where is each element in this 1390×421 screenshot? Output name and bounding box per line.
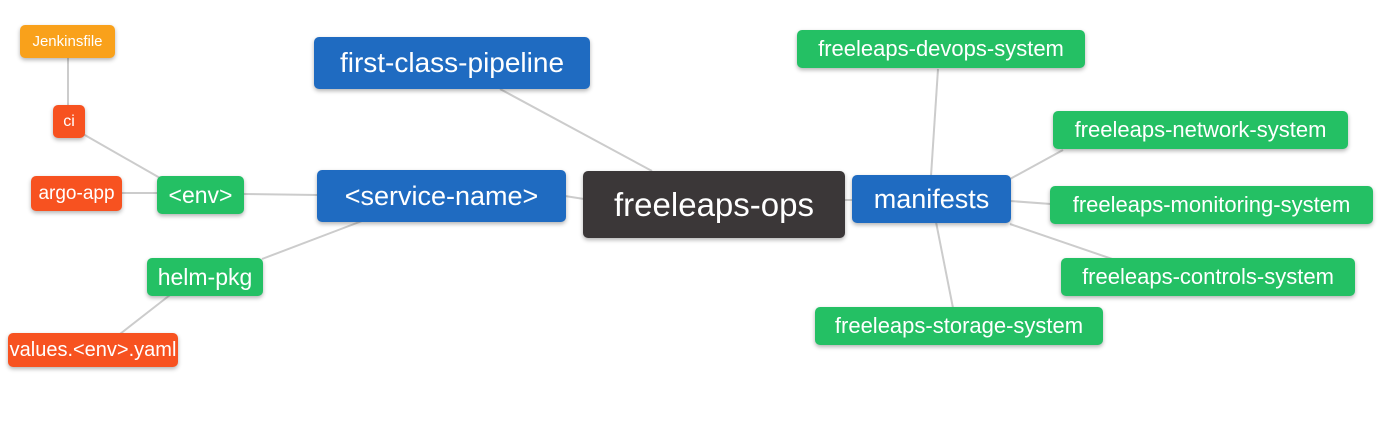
edge-manifests-to-freeleaps-monitoring-system bbox=[1009, 200, 1052, 205]
edge-helm-pkg-to-service-name bbox=[261, 220, 363, 260]
edge-first-class-pipeline-to-freeleaps-ops bbox=[499, 88, 653, 172]
node-service-name[interactable]: <service-name> bbox=[317, 170, 566, 222]
node-env[interactable]: <env> bbox=[157, 176, 244, 214]
node-freeleaps-network-system[interactable]: freeleaps-network-system bbox=[1053, 111, 1348, 149]
node-helm-pkg[interactable]: helm-pkg bbox=[147, 258, 263, 296]
edge-manifests-to-freeleaps-storage-system bbox=[935, 221, 954, 309]
node-freeleaps-monitoring-system[interactable]: freeleaps-monitoring-system bbox=[1050, 186, 1373, 224]
node-argo-app[interactable]: argo-app bbox=[31, 176, 122, 211]
edge-service-name-to-freeleaps-ops bbox=[564, 195, 585, 200]
node-freeleaps-storage-system[interactable]: freeleaps-storage-system bbox=[815, 307, 1103, 345]
node-freeleaps-controls-system[interactable]: freeleaps-controls-system bbox=[1061, 258, 1355, 296]
node-ci[interactable]: ci bbox=[53, 105, 85, 138]
edge-manifests-to-freeleaps-controls-system bbox=[1009, 223, 1122, 263]
node-freeleaps-ops[interactable]: freeleaps-ops bbox=[583, 171, 845, 238]
node-first-class-pipeline[interactable]: first-class-pipeline bbox=[314, 37, 590, 89]
edge-ci-to-env bbox=[82, 133, 161, 179]
node-freeleaps-devops-system[interactable]: freeleaps-devops-system bbox=[797, 30, 1085, 68]
edge-env-to-service-name bbox=[242, 193, 319, 196]
edge-values-env-yaml-to-helm-pkg bbox=[119, 294, 171, 335]
node-manifests[interactable]: manifests bbox=[852, 175, 1011, 223]
node-jenkinsfile[interactable]: Jenkinsfile bbox=[20, 25, 115, 58]
edge-manifests-to-freeleaps-devops-system bbox=[930, 68, 939, 177]
node-values-env-yaml[interactable]: values.<env>.yaml bbox=[8, 333, 178, 367]
edge-manifests-to-freeleaps-network-system bbox=[1009, 149, 1064, 180]
